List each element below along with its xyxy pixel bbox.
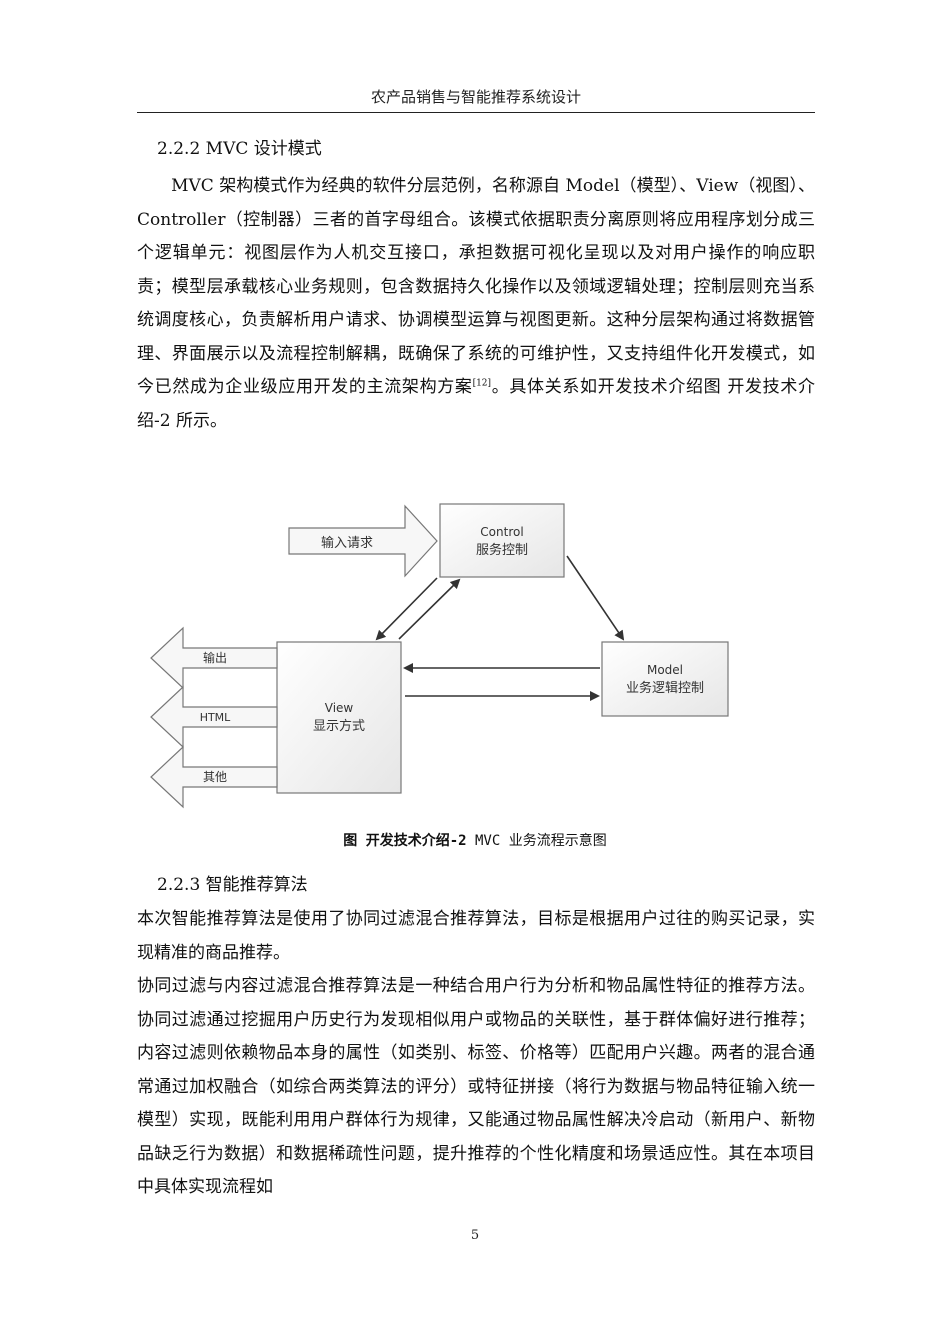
recommendation-paragraph-1: 本次智能推荐算法是使用了协同过滤混合推荐算法，目标是根据用户过往的购买记录，实现…	[137, 909, 815, 963]
mvc-diagram: 输入请求 Control 服务控制 Model 业务逻辑控制 View 显示方式	[137, 498, 815, 818]
view-subtitle: 显示方式	[313, 718, 365, 734]
figure-caption-text: MVC 业务流程示意图	[475, 833, 607, 849]
view-box: View 显示方式	[276, 641, 402, 794]
page-header: 农产品销售与智能推荐系统设计	[137, 86, 815, 113]
page-number: 5	[470, 1228, 480, 1243]
model-box: Model 业务逻辑控制	[601, 641, 729, 717]
mvc-paragraph: MVC 架构模式作为经典的软件分层范例，名称源自 Model（模型）、View（…	[137, 170, 815, 438]
mvc-diagram-svg: 输入请求 Control 服务控制 Model 业务逻辑控制 View 显示方式	[150, 503, 729, 809]
output-arrow: 输出	[150, 626, 278, 690]
page-header-title: 农产品销售与智能推荐系统设计	[370, 88, 581, 106]
view-title: View	[325, 701, 354, 715]
control-subtitle: 服务控制	[476, 542, 528, 558]
recommendation-paragraph-2: 协同过滤与内容过滤混合推荐算法是一种结合用户行为分析和物品属性特征的推荐方法。协…	[137, 976, 815, 1197]
section-heading-recommendation: 2.2.3 智能推荐算法	[157, 875, 308, 895]
input-request-label: 输入请求	[321, 535, 373, 551]
other-output-label: 其他	[203, 770, 227, 784]
mvc-paragraph-tail: 。具体关系如开发技术介绍图 开发技术介绍-2 所示。	[137, 377, 816, 431]
citation-ref: [12]	[472, 378, 492, 389]
figure-caption: 图 开发技术介绍-2 MVC 业务流程示意图	[0, 831, 950, 851]
section-heading-mvc: 2.2.2 MVC 设计模式	[157, 139, 322, 159]
html-output-label: HTML	[200, 711, 231, 724]
view-to-control-arrow	[398, 578, 461, 640]
input-request-arrow: 输入请求	[288, 504, 438, 578]
control-box: Control 服务控制	[439, 503, 565, 578]
model-title: Model	[647, 663, 683, 677]
mvc-paragraph-text: MVC 架构模式作为经典的软件分层范例，名称源自 Model（模型）、View（…	[137, 176, 815, 397]
html-output-arrow: HTML	[150, 685, 278, 749]
control-to-view-arrow	[375, 577, 438, 641]
output-label: 输出	[203, 650, 227, 665]
control-title: Control	[480, 525, 523, 539]
figure-caption-label: 图 开发技术介绍-2	[343, 833, 475, 849]
control-to-model-arrow	[566, 555, 625, 641]
model-subtitle: 业务逻辑控制	[626, 680, 704, 696]
other-output-arrow: 其他	[150, 745, 278, 809]
